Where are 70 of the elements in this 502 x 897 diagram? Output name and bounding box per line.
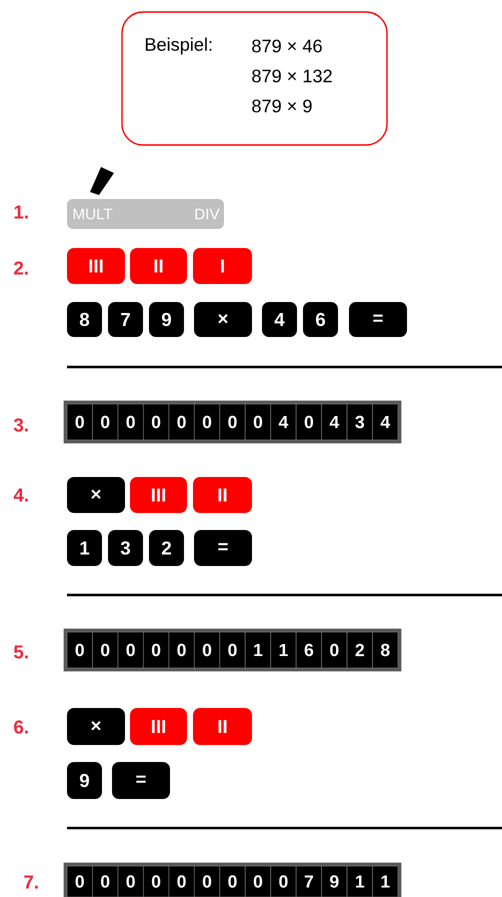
step-number: 7. [24, 876, 38, 888]
calculator-key: 1 [67, 530, 102, 566]
display-digit: 0 [244, 404, 272, 440]
display-digit: 0 [296, 404, 322, 440]
toggle-switch: MULT DIV [67, 199, 224, 229]
step-number: 5. [14, 645, 28, 659]
calculator-key: II [193, 708, 252, 745]
display-digit: 0 [194, 866, 220, 897]
display-digit: 7 [296, 866, 322, 897]
display-digit: 3 [346, 404, 373, 440]
calculator-key: 7 [108, 302, 143, 337]
display-digit: 0 [143, 632, 170, 668]
step-number: 6. [14, 720, 28, 734]
display-digit: 0 [66, 404, 93, 440]
calculator-key: × [194, 302, 252, 337]
calculator-key: 4 [262, 302, 297, 337]
display-digit: 0 [219, 404, 246, 440]
display-digit: 1 [346, 866, 373, 897]
display-digit: 0 [219, 632, 246, 668]
calculator-key: 8 [67, 302, 102, 337]
display-digit: 0 [270, 866, 297, 897]
display-digit: 4 [321, 404, 348, 440]
display-digit: 0 [194, 632, 220, 668]
display-digit: 4 [270, 404, 297, 440]
display-digit: 0 [244, 866, 272, 897]
calculator-key: II [193, 477, 252, 513]
calculator-key: × [67, 477, 125, 513]
calculator-key: 3 [108, 530, 143, 566]
display-digit: 0 [92, 404, 118, 440]
display-digit: 4 [372, 404, 398, 440]
calculator-key: × [67, 708, 125, 745]
calculator-key: = [194, 530, 252, 566]
display-digit: 0 [194, 404, 220, 440]
display-digit: 6 [296, 632, 322, 668]
display-digit: 0 [66, 866, 93, 897]
calculator-key: 9 [67, 762, 102, 799]
step-number: 3. [14, 418, 28, 432]
calculator-key: I [193, 248, 252, 284]
display-digit: 0 [168, 632, 195, 668]
calculator-key: = [349, 302, 407, 337]
display-digit: 0 [219, 866, 246, 897]
display-digit: 0 [92, 632, 118, 668]
display-digit: 2 [346, 632, 373, 668]
calculator-key: II [130, 248, 187, 284]
calculator-key: 2 [149, 530, 184, 566]
display-digit: 0 [321, 632, 348, 668]
calculator-key: 6 [303, 302, 338, 337]
calculator-key: 9 [149, 302, 184, 337]
calculator-key: III [130, 477, 187, 513]
display-digit: 0 [143, 404, 170, 440]
calculator-key: III [67, 248, 125, 284]
step-number: 4. [14, 488, 28, 502]
display-digit: 0 [118, 404, 144, 440]
display-digit: 8 [372, 632, 398, 668]
display-digit: 0 [66, 632, 93, 668]
display-digit: 0 [143, 866, 170, 897]
display-digit: 0 [92, 866, 118, 897]
display-digit: 0 [168, 404, 195, 440]
display-digit: 9 [321, 866, 348, 897]
display-digit: 1 [372, 866, 398, 897]
calculator-key: III [130, 708, 187, 745]
display-digit: 1 [244, 632, 272, 668]
display-digit: 1 [270, 632, 297, 668]
display-digit: 0 [168, 866, 195, 897]
calculator-key: = [112, 762, 170, 799]
step-number: 1. [14, 206, 28, 218]
callout-box: Beispiel: 879 × 46 879 × 132 879 × 9 [121, 11, 388, 146]
display-digit: 0 [118, 632, 144, 668]
display-digit: 0 [118, 866, 144, 897]
step-number: 2. [14, 261, 28, 275]
